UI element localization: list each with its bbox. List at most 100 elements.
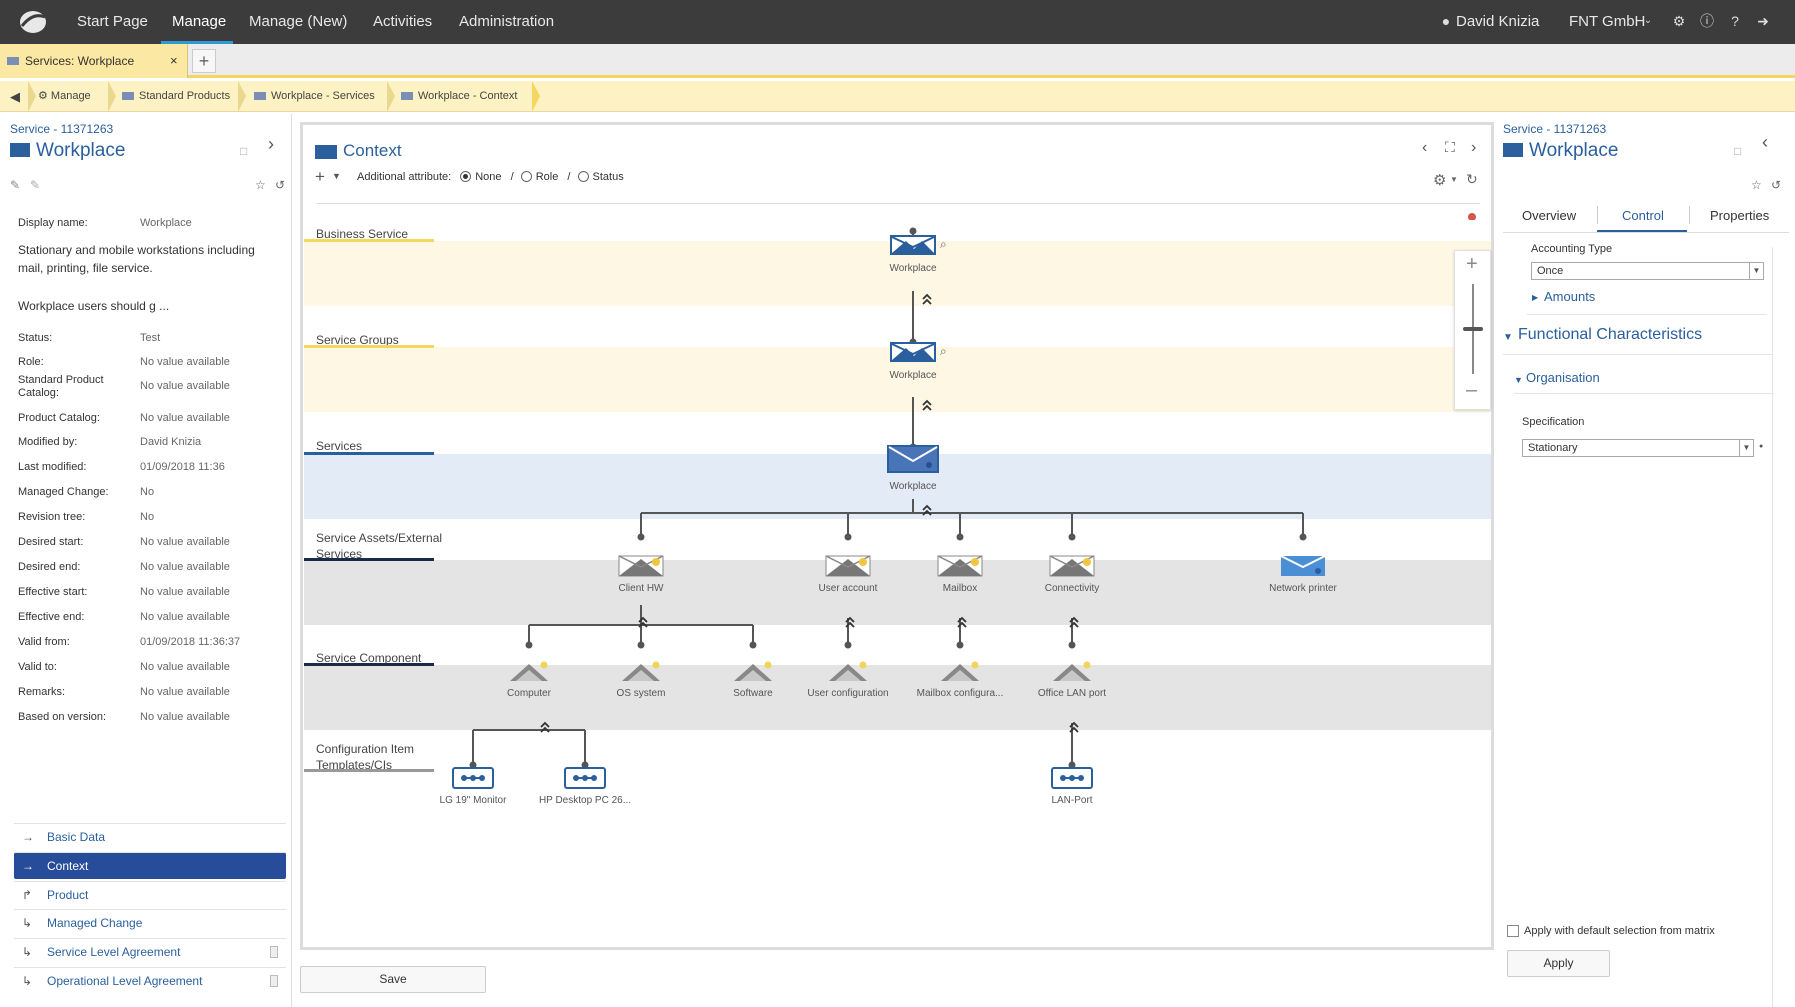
node-component-1[interactable]: OS system — [586, 660, 696, 710]
nav-basic-data[interactable]: →Basic Data — [14, 823, 286, 850]
node-component-5[interactable]: Office LAN port — [1017, 660, 1127, 710]
lane-label-service-assets: Service Assets/External Services — [316, 531, 443, 561]
functional-characteristics-section[interactable]: Functional Characteristics — [1518, 326, 1703, 343]
node-ci-2[interactable]: LAN-Port — [1017, 767, 1127, 817]
chevron-left-icon[interactable]: ‹ — [1762, 132, 1768, 152]
logout-icon[interactable]: ➜ — [1757, 13, 1769, 29]
zoom-slider-handle[interactable] — [1463, 327, 1483, 331]
tab-services-workplace[interactable]: Services: Workplace × — [0, 44, 188, 78]
add-tab-button[interactable]: + — [192, 49, 216, 73]
history-icon[interactable]: ↺ — [1771, 178, 1782, 192]
nav-manage-new[interactable]: Manage (New) — [249, 13, 348, 30]
nav-product[interactable]: ↱Product — [14, 881, 286, 908]
edit-external-icon[interactable]: ✎ — [30, 178, 41, 192]
description-more[interactable]: Workplace users should g ... — [18, 299, 170, 313]
nav-managed-change[interactable]: ↳Managed Change — [14, 909, 286, 936]
tab-control[interactable]: Control — [1622, 208, 1664, 223]
apply-button[interactable]: Apply — [1507, 950, 1610, 977]
next-icon[interactable]: › — [1471, 139, 1477, 156]
organisation-section[interactable]: Organisation — [1526, 370, 1600, 385]
node-asset-3[interactable]: Connectivity — [1017, 555, 1127, 605]
app-logo-icon[interactable] — [18, 8, 48, 36]
chevron-right-icon[interactable]: › — [268, 134, 274, 154]
amounts-section[interactable]: Amounts — [1544, 289, 1596, 304]
info-icon[interactable]: ⓘ — [1700, 13, 1714, 29]
apply-default-checkbox[interactable] — [1507, 925, 1519, 937]
node-asset-0[interactable]: Client HW — [586, 555, 696, 605]
pin-icon[interactable]: □ — [1734, 144, 1742, 158]
property-value: 01/09/2018 11:36 — [140, 461, 225, 473]
nav-context[interactable]: →Context — [14, 852, 286, 879]
breadcrumb-standard-products[interactable]: Standard Products — [122, 81, 230, 112]
help-icon[interactable]: ? — [1731, 13, 1739, 29]
node-label: Computer — [507, 688, 551, 699]
node-asset-1[interactable]: User account — [793, 555, 903, 605]
tab-properties[interactable]: Properties — [1710, 208, 1770, 223]
star-icon[interactable]: ☆ — [1751, 178, 1762, 192]
radio-status[interactable]: Status — [577, 171, 624, 183]
nav-operational-level-agreement[interactable]: ↳Operational Level Agreement — [14, 967, 286, 994]
tab-bar: Services: Workplace × + — [0, 44, 1795, 78]
nav-activities[interactable]: Activities — [373, 13, 433, 30]
node-service-group-workplace[interactable]: ⌕Workplace — [858, 342, 968, 392]
node-component-4[interactable]: Mailbox configura... — [905, 660, 1015, 710]
tab-overview[interactable]: Overview — [1522, 208, 1577, 223]
pin-icon[interactable]: □ — [240, 144, 248, 158]
nav-manage[interactable]: Manage — [172, 13, 227, 30]
history-icon[interactable]: ↺ — [275, 178, 286, 192]
collapse-icon[interactable]: ▼ — [1503, 332, 1513, 343]
radio-none[interactable]: None — [460, 171, 502, 183]
zoom-in-icon[interactable]: + — [1466, 253, 1478, 275]
breadcrumb-workplace-context[interactable]: Workplace - Context — [401, 81, 517, 112]
configuration-item-icon — [564, 767, 606, 789]
right-service-id: Service - 11371263 — [1503, 122, 1607, 136]
breadcrumb-manage[interactable]: ⚙ Manage — [38, 90, 91, 102]
chevron-down-icon[interactable]: ⌄ — [1643, 15, 1653, 26]
settings-gear-icon[interactable]: ⚙ — [1433, 172, 1447, 189]
badge-icon — [270, 975, 278, 987]
node-business-service-workplace[interactable]: ⌕Workplace — [858, 235, 968, 285]
search-icon[interactable]: ⌕ — [940, 344, 947, 358]
refresh-icon[interactable]: ↻ — [1466, 171, 1478, 187]
arrow-icon: ↱ — [22, 888, 33, 902]
nav-start-page[interactable]: Start Page — [77, 13, 148, 30]
node-asset-4[interactable]: Network printer — [1248, 555, 1358, 605]
node-ci-1[interactable]: HP Desktop PC 26... — [530, 767, 640, 817]
service-asset-icon — [937, 555, 983, 577]
user-name[interactable]: David Knizia — [1456, 13, 1540, 30]
node-asset-2[interactable]: Mailbox — [905, 555, 1015, 605]
nav-service-level-agreement[interactable]: ↳Service Level Agreement — [14, 938, 286, 965]
nav-administration[interactable]: Administration — [459, 13, 555, 30]
edit-icon[interactable]: ✎ — [10, 178, 21, 192]
company-name[interactable]: FNT GmbH — [1569, 13, 1646, 30]
add-icon[interactable]: + — [315, 167, 325, 186]
star-icon[interactable]: ☆ — [255, 178, 266, 192]
gear-icon[interactable]: ⚙ — [1672, 13, 1686, 29]
zoom-out-icon[interactable]: – — [1466, 379, 1478, 401]
dropdown-icon[interactable]: ▼ — [332, 171, 341, 181]
radio-role[interactable]: Role — [520, 171, 558, 183]
collapse-icon[interactable]: ▼ — [1514, 375, 1523, 385]
node-component-2[interactable]: Software — [698, 660, 808, 710]
back-arrow-icon[interactable]: ◀ — [10, 89, 20, 104]
settings-dropdown-icon[interactable]: ▼ — [1450, 175, 1458, 184]
specification-select[interactable]: Stationary▼ — [1522, 439, 1754, 457]
scrollbar[interactable] — [1772, 247, 1780, 1007]
node-component-0[interactable]: Computer — [474, 660, 584, 710]
node-label: OS system — [616, 688, 666, 699]
node-component-3[interactable]: User configuration — [793, 660, 903, 710]
breadcrumb-workplace-services[interactable]: Workplace - Services — [254, 81, 375, 112]
node-service-workplace[interactable]: Workplace — [858, 445, 968, 497]
accounting-type-select[interactable]: Once▼ — [1531, 262, 1764, 280]
save-button[interactable]: Save — [300, 966, 486, 993]
previous-icon[interactable]: ‹ — [1422, 139, 1428, 156]
expand-icon[interactable]: ▶ — [1532, 293, 1539, 302]
left-panel: Service - 11371263 Workplace □ › ✎ ✎ ☆ ↺… — [0, 114, 292, 1007]
fullscreen-icon[interactable]: ⛶ — [1445, 139, 1455, 155]
node-label: Mailbox configura... — [916, 688, 1004, 699]
close-icon[interactable]: × — [170, 53, 178, 68]
search-icon[interactable]: ⌕ — [940, 237, 947, 251]
node-ci-0[interactable]: LG 19" Monitor — [418, 767, 528, 817]
property-value: No — [140, 511, 155, 523]
property-value: No value available — [140, 561, 230, 573]
